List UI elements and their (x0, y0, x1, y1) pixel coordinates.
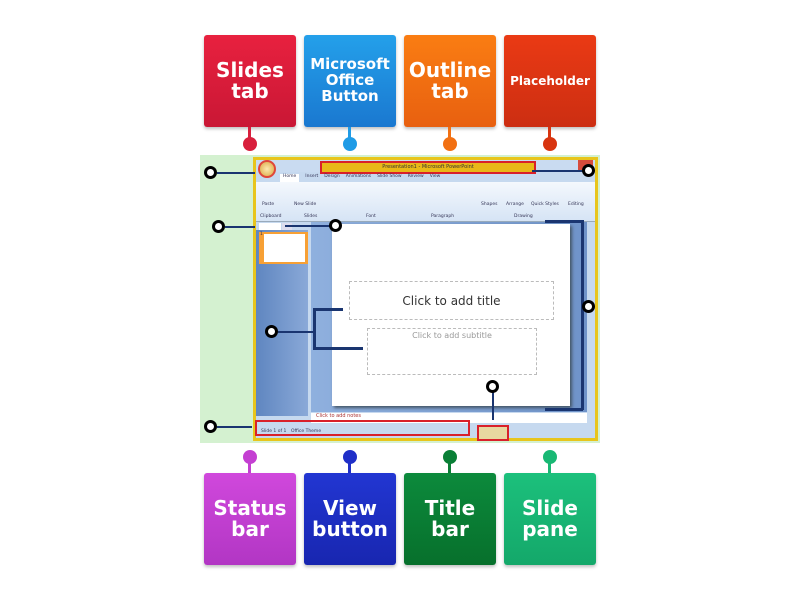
bracket (545, 220, 583, 223)
label-status-bar[interactable]: Status bar (204, 473, 296, 565)
pin-stem (548, 127, 551, 139)
label-title-bar[interactable]: Title bar (404, 473, 496, 565)
group-clipboard: Clipboard (260, 214, 282, 219)
group-font: Font (366, 214, 376, 219)
pin-dot (443, 450, 457, 464)
bracket (545, 408, 583, 411)
label-slides-tab[interactable]: Slides tab (204, 35, 296, 127)
pin-dot (243, 137, 257, 151)
arrow (225, 226, 255, 228)
bracket (581, 220, 584, 410)
pin-dot (543, 137, 557, 151)
arrow (313, 310, 316, 350)
hotspot-placeholder[interactable] (265, 325, 278, 338)
arrow (278, 331, 314, 333)
group-slides: Slides (304, 214, 318, 219)
slide-canvas: Click to add title Click to add subtitle (332, 224, 570, 406)
group-drawing: Drawing (514, 214, 533, 219)
label-outline-tab[interactable]: Outline tab (404, 35, 496, 127)
powerpoint-window: Presentation1 - Microsoft PowerPoint Hom… (253, 157, 598, 441)
ribbon-tab-animations[interactable]: Animations (345, 174, 372, 179)
editing-button[interactable]: Editing (568, 202, 584, 207)
pin-stem (348, 461, 351, 473)
ribbon-tabs: Home Insert Design Animations Slide Show… (280, 174, 480, 182)
title-placeholder[interactable]: Click to add title (349, 281, 554, 320)
hotspot-slides-tab[interactable] (212, 220, 225, 233)
arrow (492, 392, 494, 420)
pin-stem (348, 127, 351, 139)
shapes-button[interactable]: Shapes (481, 202, 498, 207)
subtitle-placeholder[interactable]: Click to add subtitle (367, 328, 537, 375)
slide-thumbnail[interactable]: 1 (259, 232, 308, 264)
ribbon-tab-insert[interactable]: Insert (305, 174, 319, 179)
view-buttons[interactable] (477, 425, 509, 441)
status-bar-highlight (255, 420, 470, 436)
label-microsoft-office-button[interactable]: Microsoft Office Button (304, 35, 396, 127)
arrange-button[interactable]: Arrange (506, 202, 524, 207)
hotspot-office-button[interactable] (204, 166, 217, 179)
title-bar-text: Presentation1 - Microsoft PowerPoint (320, 161, 536, 174)
group-paragraph: Paragraph (431, 214, 455, 219)
paste-button[interactable]: Paste (262, 202, 275, 207)
arrow (285, 225, 331, 227)
pin-dot (343, 137, 357, 151)
arrow (313, 347, 363, 350)
pin-stem (248, 127, 251, 139)
status-slide-count: Slide 1 of 1 (261, 429, 287, 434)
thumb-preview (264, 234, 305, 262)
new-slide-button[interactable]: New Slide (294, 202, 317, 207)
notes-pane[interactable]: Click to add notes (311, 413, 587, 423)
pin-dot (243, 450, 257, 464)
arrow (313, 308, 343, 311)
thumb-number: 1 (260, 232, 263, 237)
hotspot-title-bar[interactable] (582, 164, 595, 177)
status-theme: Office Theme (291, 429, 322, 434)
ribbon-tab-design[interactable]: Design (324, 174, 340, 179)
pin-dot (443, 137, 457, 151)
hotspot-view-button[interactable] (486, 380, 499, 393)
ribbon-tab-view[interactable]: View (429, 174, 441, 179)
pin-stem (448, 461, 451, 473)
pin-dot (343, 450, 357, 464)
label-view-button[interactable]: View button (304, 473, 396, 565)
arrow (217, 426, 252, 428)
label-slide-pane[interactable]: Slide pane (504, 473, 596, 565)
ribbon-tab-home[interactable]: Home (280, 174, 300, 182)
ribbon: Paste New Slide Shapes Arrange Quick Sty… (256, 182, 595, 222)
arrow (532, 170, 587, 172)
hotspot-status-bar[interactable] (204, 420, 217, 433)
ribbon-tab-review[interactable]: Review (407, 174, 424, 179)
pin-stem (548, 461, 551, 473)
pin-stem (248, 461, 251, 473)
hotspot-outline-tab[interactable] (329, 219, 342, 232)
quick-styles-button[interactable]: Quick Styles (531, 202, 559, 207)
slides-tab[interactable] (259, 223, 281, 230)
office-button-icon[interactable] (258, 160, 276, 178)
ribbon-tab-slide-show[interactable]: Slide Show (377, 174, 402, 179)
pin-dot (543, 450, 557, 464)
hotspot-slide-pane[interactable] (582, 300, 595, 313)
label-placeholder[interactable]: Placeholder (504, 35, 596, 127)
pin-stem (448, 127, 451, 139)
arrow (217, 172, 255, 174)
